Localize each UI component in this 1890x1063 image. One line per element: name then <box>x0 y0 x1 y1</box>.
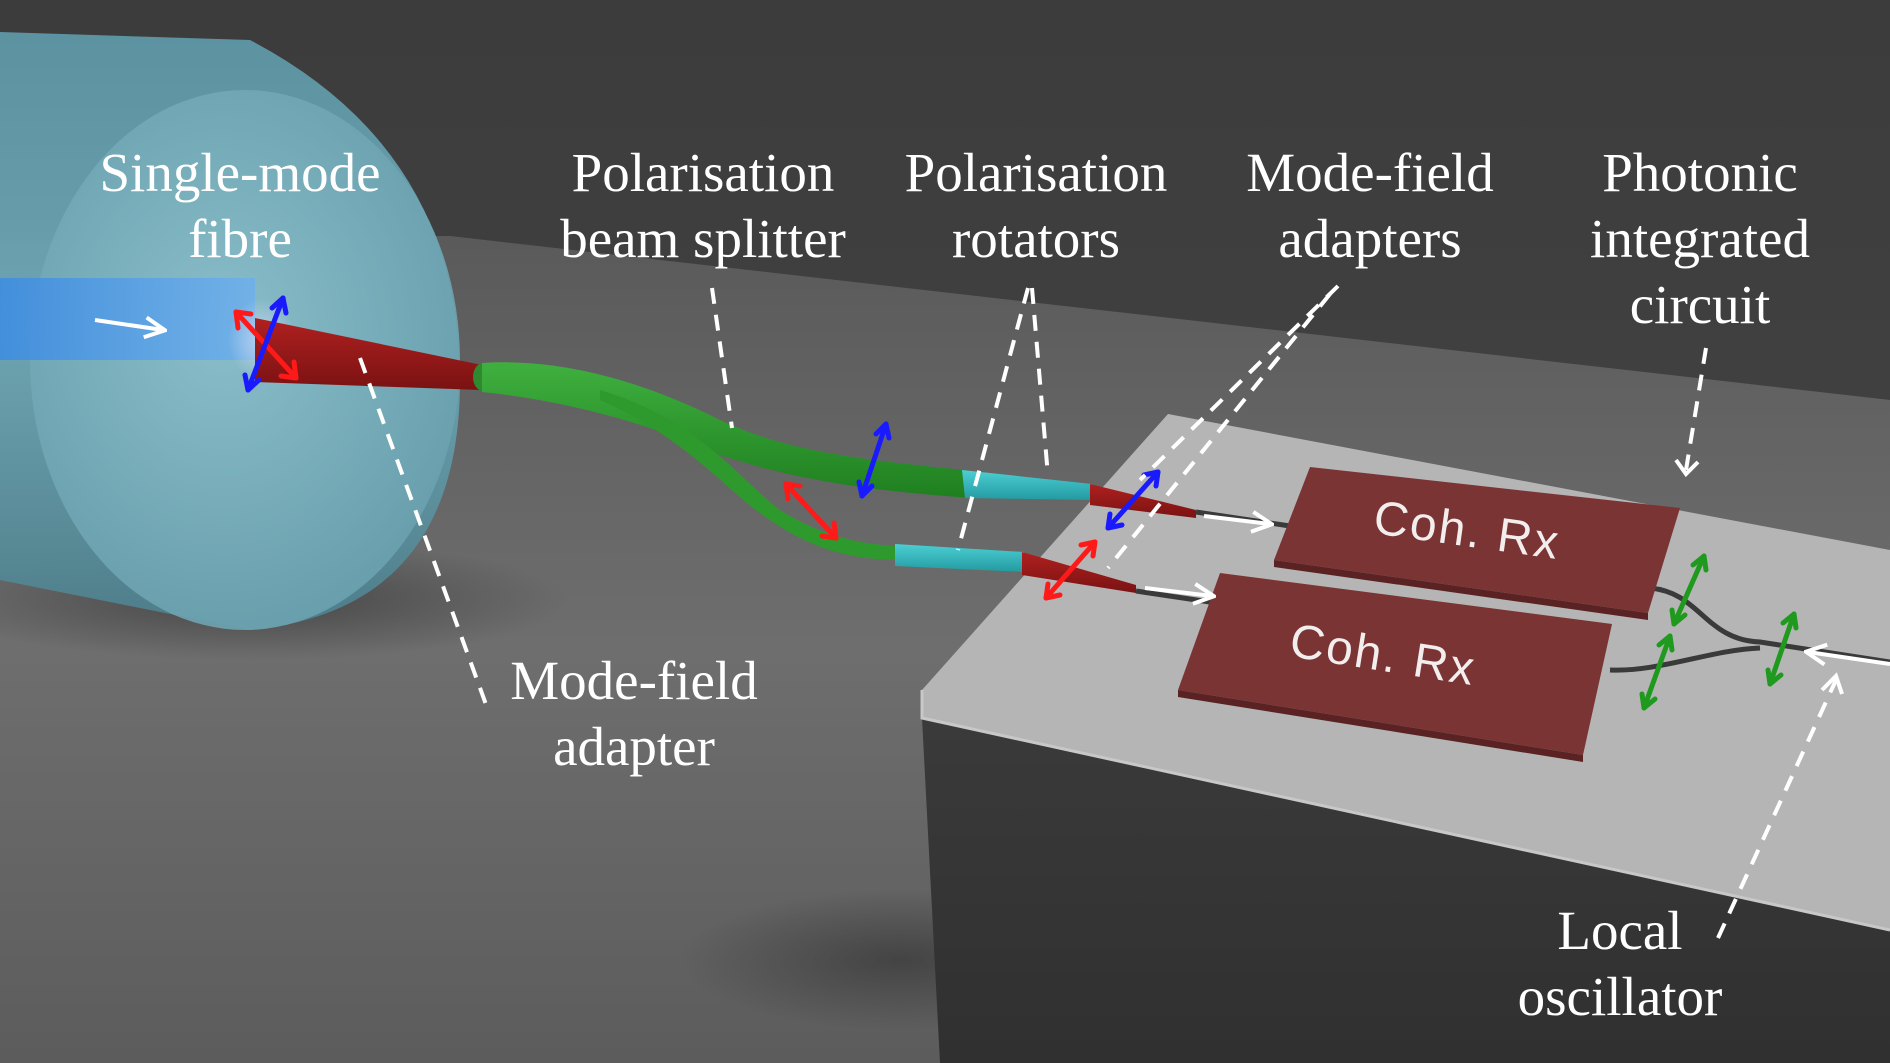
label-pic-line3: circuit <box>1629 274 1771 335</box>
label-lo-line2: oscillator <box>1517 966 1723 1027</box>
coherent-receiver-upper: Coh. Rx <box>1274 467 1680 620</box>
leader-mode-field-adapter <box>358 357 490 711</box>
leader-lo-arrowhead <box>1820 672 1844 695</box>
lower-signal-arrow <box>1144 588 1212 596</box>
label-adapters-line1: Mode-field <box>1246 142 1494 203</box>
leader-adapter-lower <box>1106 292 1332 570</box>
label-adapter-line2: adapter <box>553 716 715 777</box>
label-photonic-integrated-circuit: Photonic integrated circuit <box>1560 140 1840 338</box>
chip-polarisation-green-upper <box>1669 553 1709 627</box>
adapter-polarisation-blue <box>1105 469 1161 531</box>
label-single-mode-fibre-line1: Single-mode <box>99 142 381 203</box>
leader-rotator-upper <box>1030 287 1050 477</box>
polarisation-beam-splitter <box>482 362 970 560</box>
upper-signal-arrow <box>1203 516 1270 524</box>
label-adapters-line2: adapters <box>1278 208 1462 269</box>
leader-pic <box>1684 347 1708 471</box>
label-pbs-line1: Polarisation <box>571 142 835 203</box>
pic-front-side <box>922 718 1890 1063</box>
label-adapter-line1: Mode-field <box>510 650 758 711</box>
mode-field-adapter-upper <box>1090 484 1196 518</box>
leader-rotator-lower <box>956 287 1030 551</box>
signal-arrows <box>94 320 1890 664</box>
leader-local-oscillator <box>1716 679 1838 939</box>
splitter-polarisation-blue <box>856 421 892 499</box>
label-mode-field-adapter: Mode-field adapter <box>484 648 784 780</box>
polarisation-rotator-lower <box>895 544 1024 572</box>
polarisation-arrows <box>233 295 1799 711</box>
label-pic-line2: integrated <box>1590 208 1810 269</box>
pic-edge <box>920 690 1890 932</box>
fibre-core <box>0 278 255 360</box>
coherent-receiver-lower: Coh. Rx <box>1178 573 1612 762</box>
label-polarisation-beam-splitter: Polarisation beam splitter <box>548 140 858 272</box>
input-signal-arrow <box>94 320 163 330</box>
leader-adapter-upper <box>1138 284 1340 482</box>
label-pbs-line2: beam splitter <box>560 208 846 269</box>
label-mode-field-adapters: Mode-field adapters <box>1220 140 1520 272</box>
label-single-mode-fibre: Single-mode fibre <box>80 140 400 272</box>
input-polarisation-blue <box>242 295 289 393</box>
label-polarisation-rotators: Polarisation rotators <box>886 140 1186 272</box>
splitter-polarisation-red <box>783 481 839 541</box>
label-lo-line1: Local <box>1557 900 1683 961</box>
adapter-polarisation-red <box>1043 539 1098 601</box>
leader-beam-splitter <box>710 287 734 429</box>
chip-polarisation-green-lower <box>1639 633 1675 711</box>
label-single-mode-fibre-line2: fibre <box>188 208 292 269</box>
mode-field-adapter-lower <box>1022 552 1136 593</box>
local-oscillator-arrow <box>1808 652 1890 664</box>
polarisation-rotator-upper <box>962 470 1092 500</box>
label-local-oscillator: Local oscillator <box>1480 898 1760 1030</box>
leader-pic-arrowhead <box>1674 458 1700 478</box>
label-pic-line1: Photonic <box>1602 142 1798 203</box>
input-mode-field-adapter <box>255 318 482 390</box>
lo-polarisation-green <box>1765 611 1799 687</box>
label-rotators-line2: rotators <box>951 208 1120 269</box>
label-rotators-line1: Polarisation <box>904 142 1168 203</box>
single-mode-fibre <box>0 32 460 630</box>
leader-lines <box>358 284 1838 939</box>
